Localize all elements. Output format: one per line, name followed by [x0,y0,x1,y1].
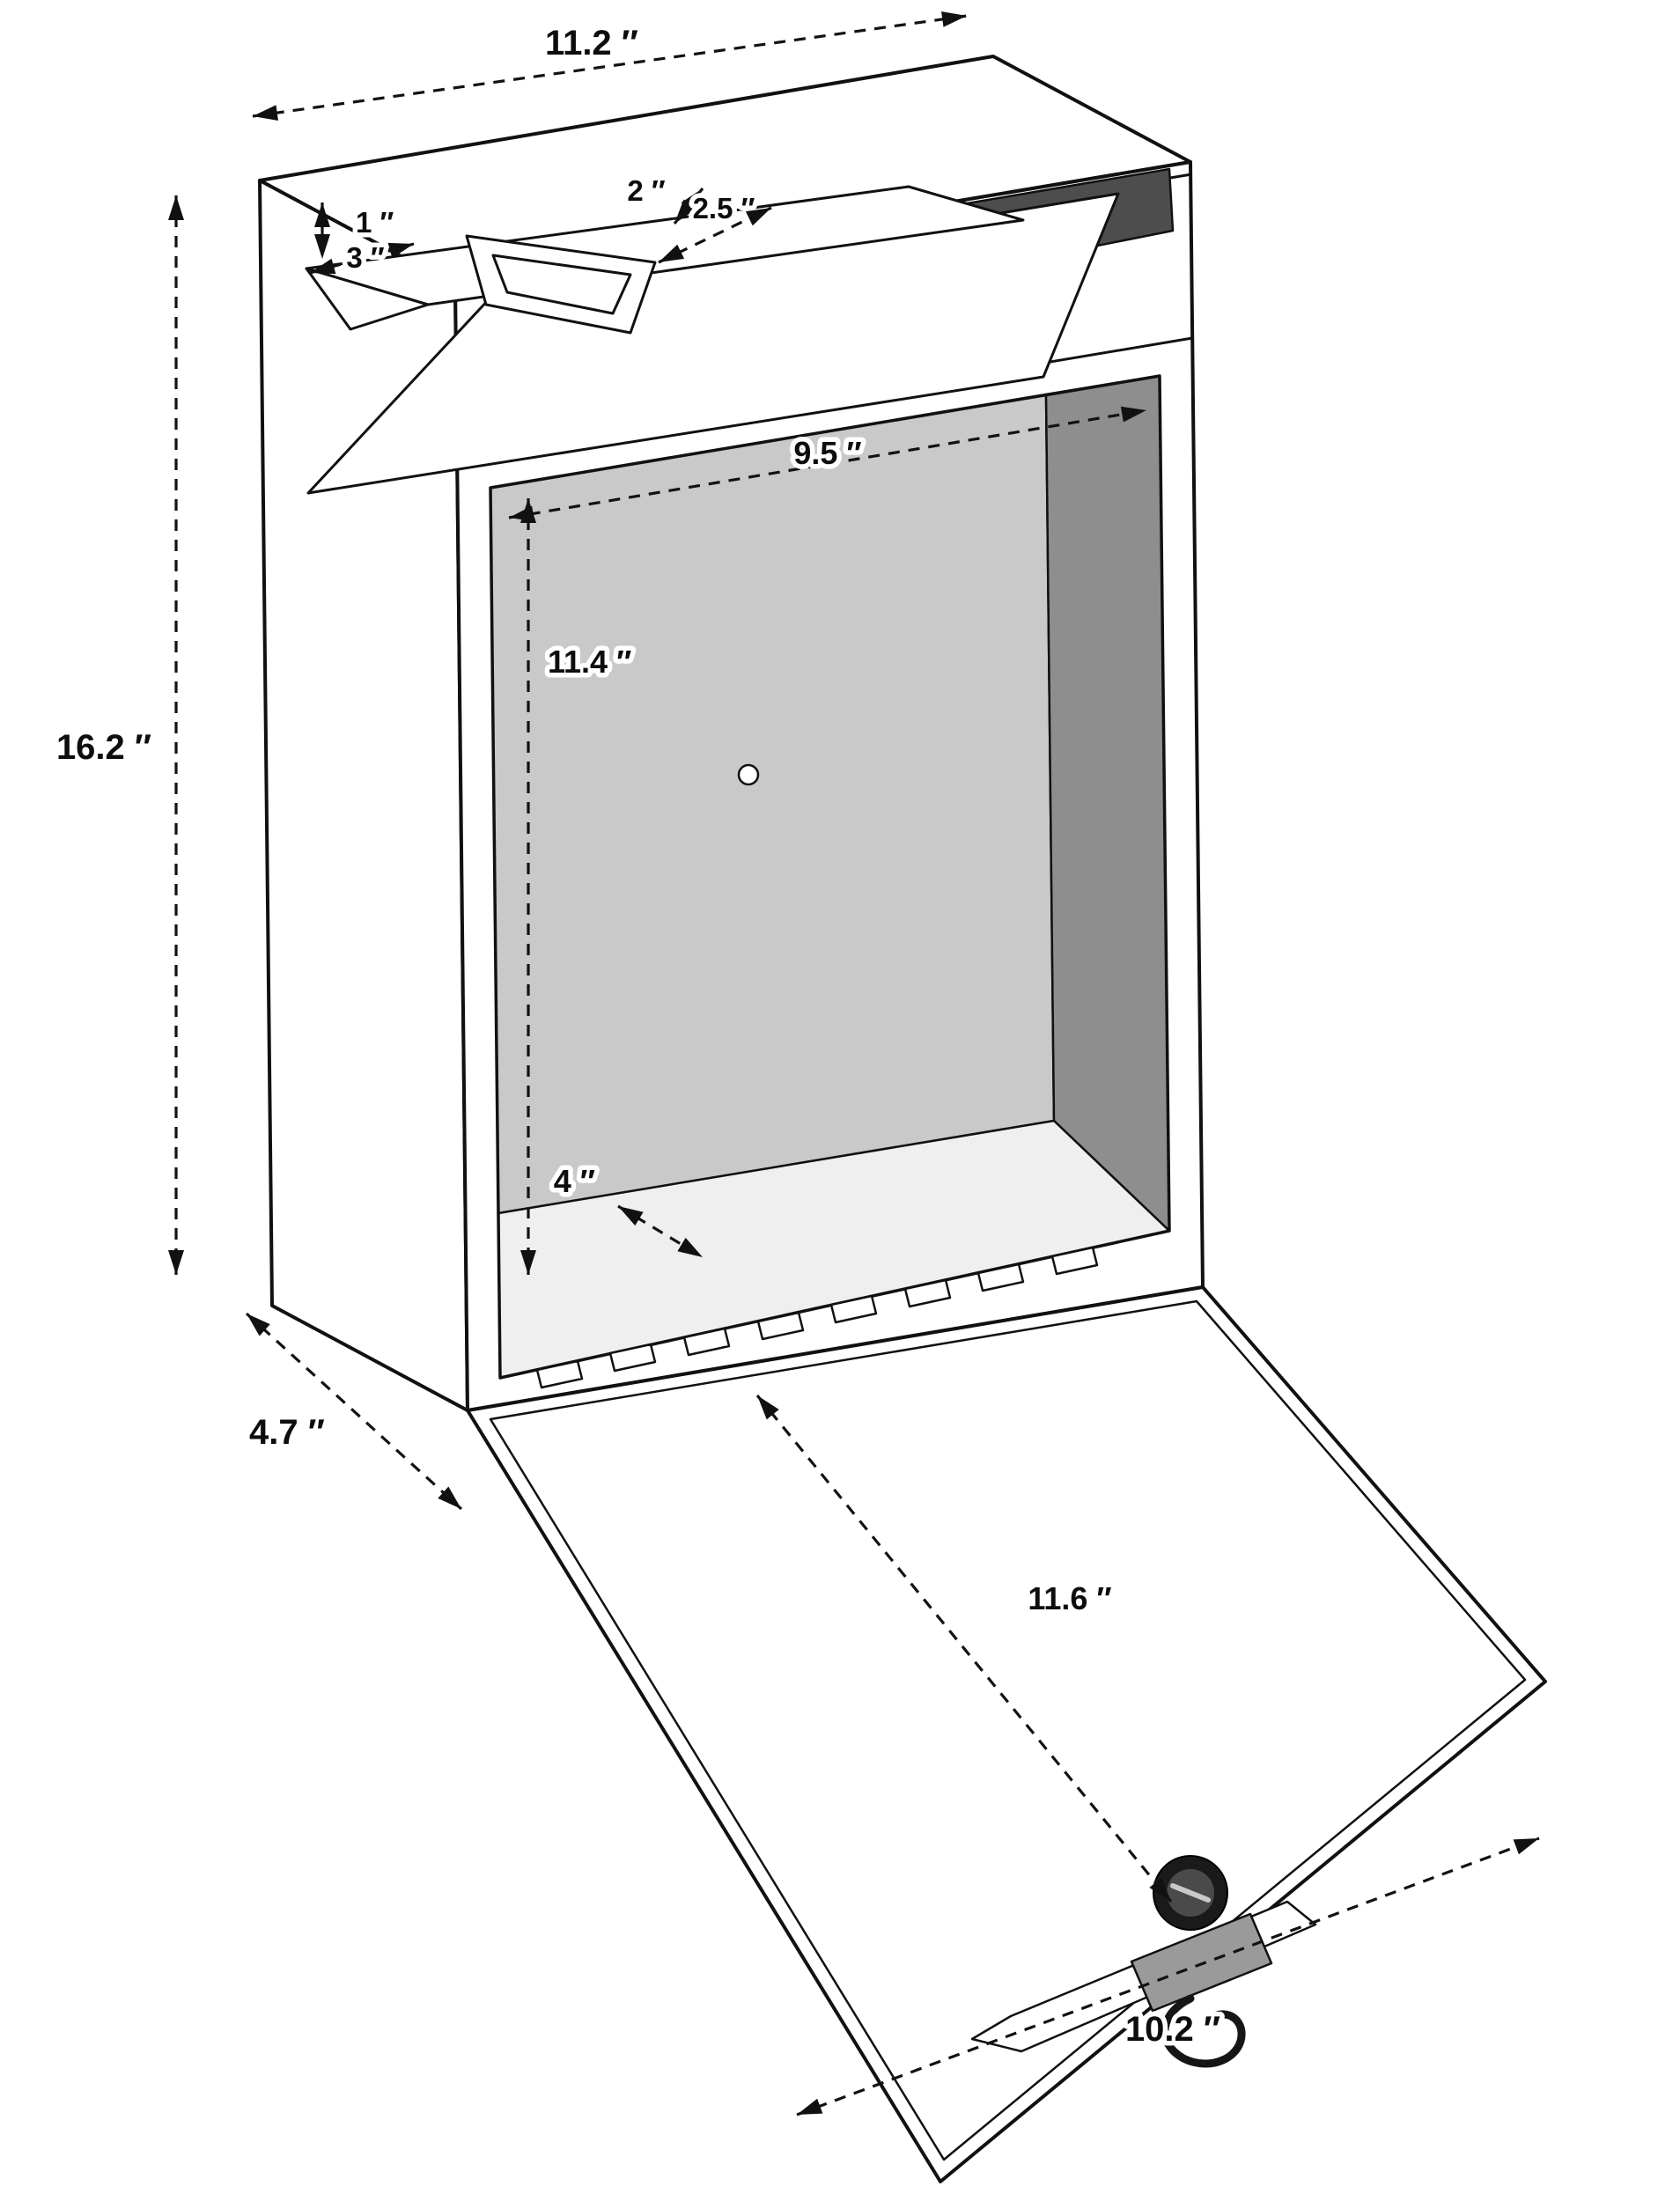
dim-label-floor-depth: 4 ″ [554,1163,595,1199]
dim-line-flap-depth [309,242,415,275]
dim-label-interior-width: 9.5 ″ [793,435,861,471]
interior-side-wall [1044,374,1171,1233]
dim-line-door-width [796,1837,1540,2116]
interior-back-panel [489,393,1056,1215]
dim-line-floor-depth [617,1204,704,1259]
dim-label-overall-depth: 4.7 ″ [249,1413,325,1452]
hinge-knuckles [535,1246,1099,1389]
pull-handle-hole [491,254,632,315]
dim-label-interior-height: 11.4 ″ [548,644,631,680]
dim-label-overall-width: 11.2 ″ [545,24,638,63]
mounting-hole [737,763,760,786]
dim-label-door-length: 11.6 ″ [1028,1580,1111,1616]
dim-label-flap-depth: 3 ″ [346,241,385,274]
dim-line-lip-depth [658,206,772,264]
flap-corner-fold [305,267,430,331]
dim-label-door-width: 10.2 ″ [1125,2010,1220,2049]
door-inner-edge [489,1299,1527,2161]
dim-line-interior-width [508,406,1147,522]
dim-label-lip-depth: 2.5 ″ [693,192,755,225]
dim-label-lip-height: 2 ″ [627,174,666,207]
dim-label-overall-height: 16.2 ″ [56,728,151,767]
dim-label-slot-gap: 1 ″ [356,206,394,239]
dim-line-overall-depth [245,1312,463,1511]
dim-line-door-length [755,1394,1173,1903]
